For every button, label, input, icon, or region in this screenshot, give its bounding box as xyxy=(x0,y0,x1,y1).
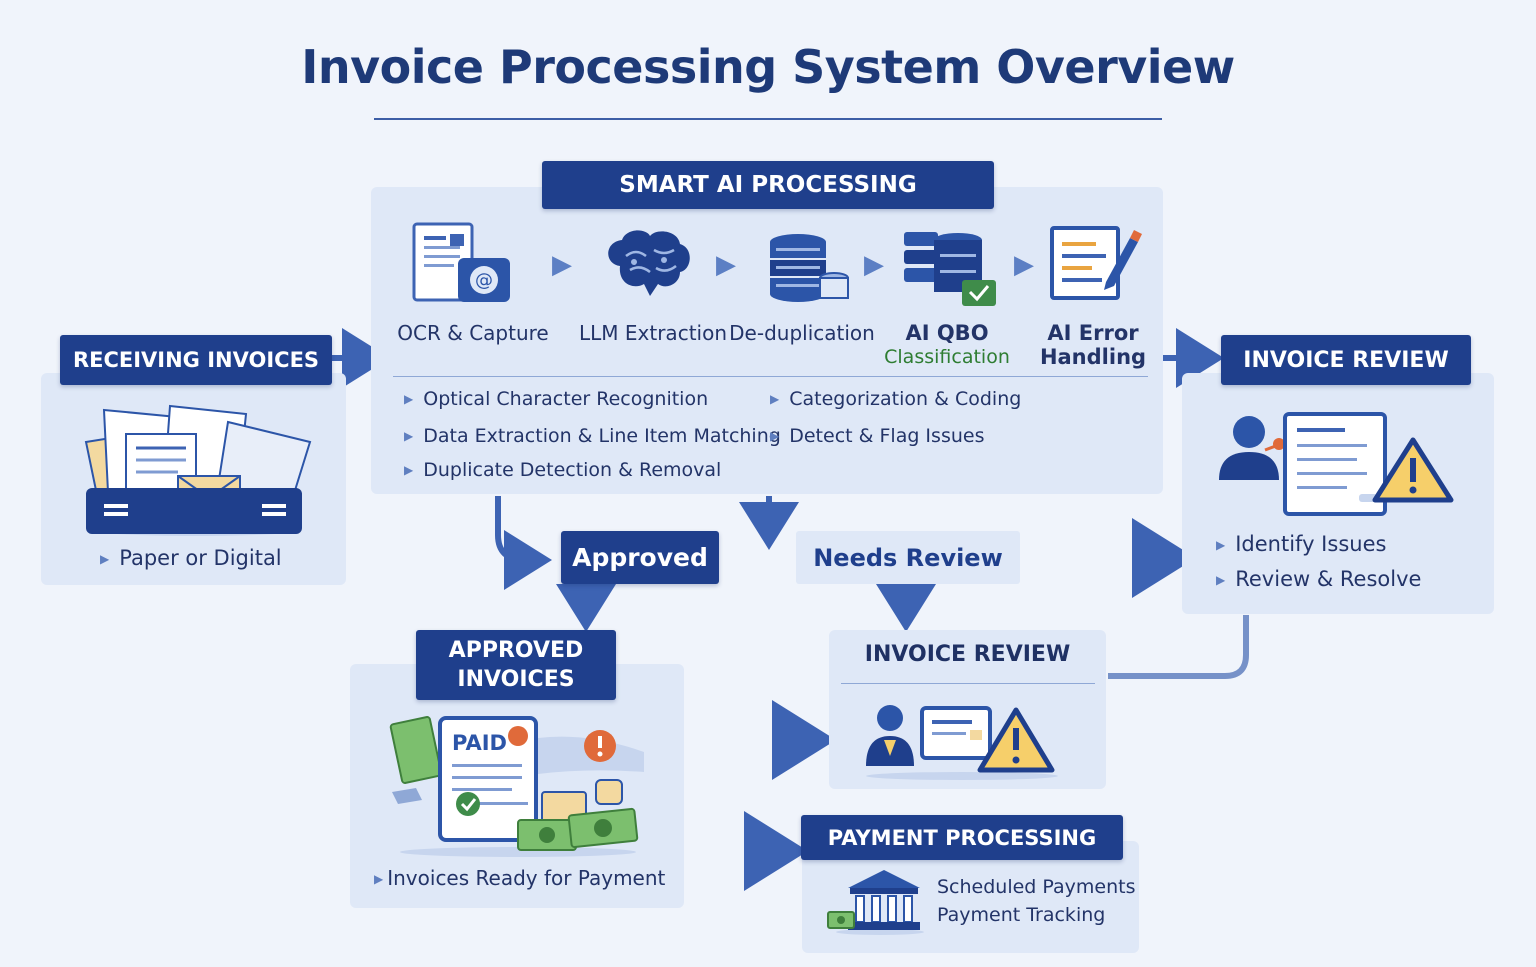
payment-line-tracking: Payment Tracking xyxy=(937,904,1106,926)
edit-document-icon xyxy=(1050,226,1142,300)
ai-bullet-categorization: ▶Categorization & Coding xyxy=(770,388,1022,410)
smart-ai-panel xyxy=(371,187,1163,494)
brain-icon xyxy=(608,230,690,296)
step-dedup-label: De-duplication xyxy=(729,321,875,345)
review-bullet-identify: ▶Identify Issues xyxy=(1216,532,1387,556)
arrow-review-loop xyxy=(1108,615,1249,679)
payment-header: PAYMENT PROCESSING xyxy=(801,815,1123,860)
step-arrow-1: ▶ xyxy=(552,250,572,280)
smart-ai-header: SMART AI PROCESSING xyxy=(542,161,994,209)
review-center-icon xyxy=(866,705,1058,780)
review-person-warning-icon xyxy=(1219,412,1454,516)
review-center-divider xyxy=(841,683,1095,684)
paid-stamp: PAID xyxy=(452,731,507,755)
title-divider xyxy=(374,118,1162,120)
ai-bullet-duplicate: ▶Duplicate Detection & Removal xyxy=(404,459,722,481)
database-icon xyxy=(770,234,849,302)
receiving-header: RECEIVING INVOICES xyxy=(60,335,332,385)
step-arrow-4: ▶ xyxy=(1014,250,1034,280)
review-bullet-resolve: ▶Review & Resolve xyxy=(1216,567,1422,591)
bank-icon xyxy=(827,870,924,935)
step-arrow-3: ▶ xyxy=(864,250,884,280)
step-arrow-2: ▶ xyxy=(716,250,736,280)
database-check-icon xyxy=(904,232,996,306)
approved-label: Approved xyxy=(561,531,719,584)
arrow-ai-to-approved xyxy=(495,496,552,590)
approved-invoices-header: APPROVED INVOICES xyxy=(416,630,616,700)
review-center-header: INVOICE REVIEW xyxy=(864,642,1071,667)
ai-bullet-extraction: ▶Data Extraction & Line Item Matching xyxy=(404,425,781,447)
needs-review-label: Needs Review xyxy=(796,531,1020,584)
invoice-tray-icon xyxy=(84,404,312,536)
step-llm-label: LLM Extraction xyxy=(579,321,727,345)
step-error-label: AI Error Handling xyxy=(1039,321,1147,369)
paid-invoice-icon: PAID xyxy=(389,716,644,857)
review-right-header: INVOICE REVIEW xyxy=(1221,335,1471,385)
payment-line-scheduled: Scheduled Payments xyxy=(937,876,1136,898)
svg-text:@: @ xyxy=(475,270,493,291)
step-ocr-label: OCR & Capture xyxy=(397,321,549,345)
ai-bullet-ocr: ▶Optical Character Recognition xyxy=(404,388,709,410)
page-title: Invoice Processing System Overview xyxy=(301,40,1235,94)
smart-ai-divider xyxy=(393,376,1148,377)
approved-invoices-bullet: ▶Invoices Ready for Payment xyxy=(374,866,666,890)
receiving-bullet: ▶Paper or Digital xyxy=(100,546,282,570)
ocr-document-icon: @ xyxy=(412,222,510,302)
ai-bullet-detect: ▶Detect & Flag Issues xyxy=(770,425,985,447)
step-qbo-label: AI QBO Classification xyxy=(884,321,1010,368)
